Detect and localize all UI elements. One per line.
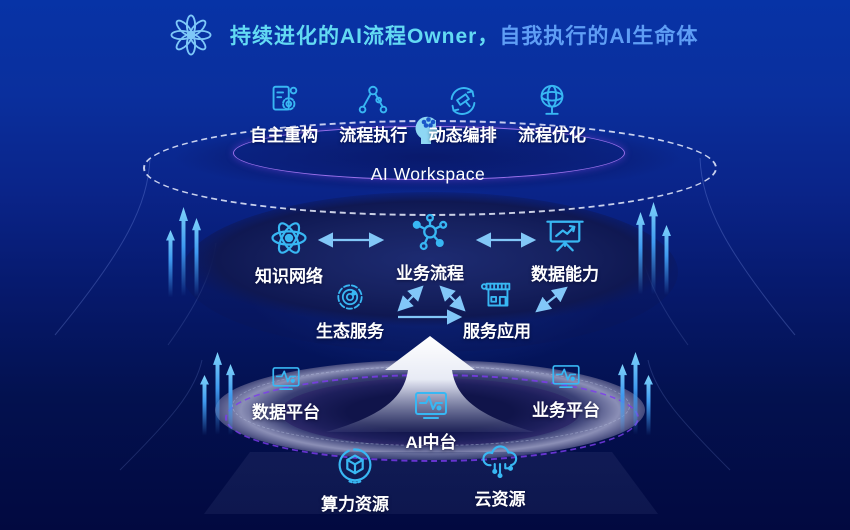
big-up-arrow	[326, 336, 534, 432]
up-arrow-icon	[226, 364, 235, 438]
ai-head-icon	[408, 110, 448, 156]
storefront-icon	[478, 277, 516, 315]
compute-cube-icon	[333, 444, 377, 488]
cap-label: 知识网络	[255, 267, 323, 286]
up-arrow-icon	[166, 230, 175, 300]
up-arrow-icon	[636, 212, 645, 298]
up-arrow-icon	[213, 352, 222, 438]
up-arrows-right-lower	[618, 352, 653, 438]
up-arrow-icon	[192, 218, 201, 300]
chart-board-icon	[543, 214, 587, 258]
atom-icon	[267, 216, 311, 260]
up-arrows-right-upper	[636, 202, 671, 298]
cap-label: 业务流程	[396, 264, 464, 283]
resource-cloud: 云资源	[450, 441, 550, 510]
capability-ellipse	[182, 192, 678, 352]
up-arrow-icon	[631, 352, 640, 438]
up-arrow-icon	[200, 375, 209, 438]
cap-label: 生态服务	[316, 322, 384, 341]
flower-atom-icon	[168, 12, 214, 58]
molecule-icon	[407, 211, 453, 257]
workspace-label: AI Workspace	[370, 164, 486, 184]
title-part-cyan: 持续进化的AI流程Owner，	[230, 25, 500, 48]
doc-gear-icon	[265, 82, 303, 120]
cloud-circuit-icon	[479, 441, 521, 483]
feature-process-execution: 流程执行	[331, 82, 415, 146]
cap-business-process: 业务流程	[382, 211, 478, 284]
platform-ai-middle: AI中台	[383, 386, 479, 453]
cap-eco-service: 生态服务	[302, 279, 398, 342]
globe-icon	[533, 82, 571, 120]
up-arrow-icon	[618, 364, 627, 438]
page-title: 持续进化的AI流程Owner，自我执行的AI生命体	[230, 20, 698, 50]
feature-self-rebuild: 自主重构	[242, 82, 326, 146]
feature-process-optimization: 流程优化	[510, 82, 594, 146]
up-arrow-icon	[179, 207, 188, 300]
cap-data-capability: 数据能力	[517, 214, 613, 285]
feature-label: 流程执行	[339, 126, 408, 145]
monitor-pulse-icon	[549, 360, 583, 394]
resource-label: 算力资源	[321, 495, 389, 514]
platform-label: AI中台	[405, 433, 457, 452]
platform-label: 数据平台	[252, 403, 320, 422]
feature-label: 动态编排	[428, 126, 497, 145]
resource-label: 云资源	[474, 490, 526, 509]
resource-compute: 算力资源	[305, 444, 405, 515]
feature-label: 自主重构	[250, 126, 318, 145]
up-arrows-left-lower	[200, 352, 235, 438]
platform-data: 数据平台	[238, 362, 334, 423]
up-arrow-icon	[662, 225, 671, 298]
title-part-blue: 自我执行的AI生命体	[499, 25, 699, 48]
cap-knowledge-network: 知识网络	[241, 216, 337, 287]
feature-label: 流程优化	[517, 126, 586, 145]
dynamic-orchestration-icon	[444, 82, 482, 120]
monitor-pulse-icon	[411, 386, 451, 426]
cap-label: 服务应用	[463, 322, 531, 341]
platform-business: 业务平台	[518, 360, 614, 421]
radar-icon	[332, 279, 368, 315]
cap-label: 数据能力	[531, 265, 599, 284]
up-arrow-icon	[644, 375, 653, 438]
platform-label: 业务平台	[532, 401, 600, 420]
workspace-feature-row: 自主重构 流程执行 动态编排	[242, 82, 594, 146]
up-arrows-left-upper	[166, 205, 201, 300]
cap-service-app: 服务应用	[449, 277, 545, 342]
up-arrow-icon	[649, 202, 658, 298]
diagram-title: 持续进化的AI流程Owner，自我执行的AI生命体	[168, 12, 698, 58]
monitor-pulse-icon	[269, 362, 303, 396]
branch-flow-icon	[354, 82, 392, 120]
feature-dynamic-orchestration: 动态编排	[421, 82, 505, 146]
